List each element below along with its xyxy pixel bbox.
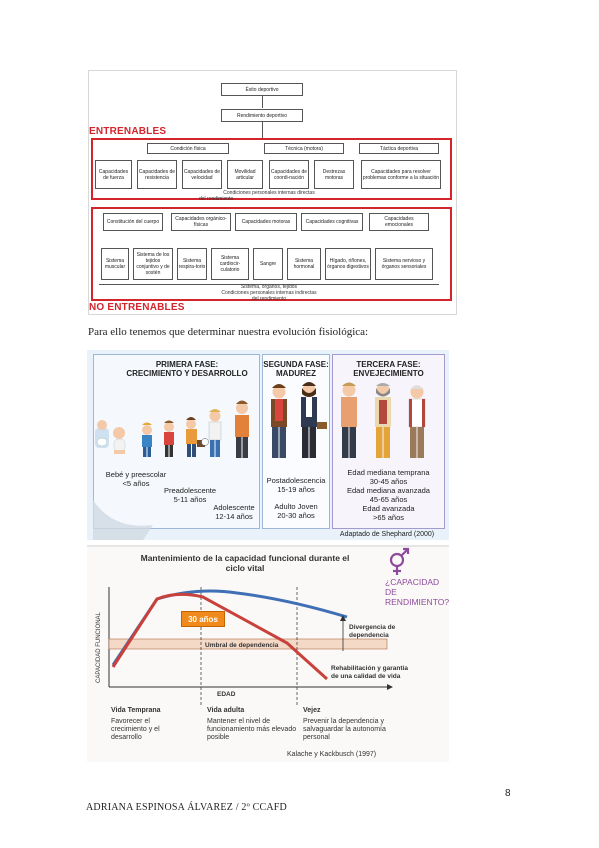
trainable-frame	[91, 138, 452, 200]
life-stage-column: Vida Temprana Favorecer el crecimiento y…	[111, 707, 161, 741]
teen-figure	[235, 400, 249, 458]
toddler-figure	[113, 427, 126, 454]
middle-aged-figure	[341, 382, 357, 458]
system-box: Sangre	[253, 248, 283, 280]
rehab-label: Rehabilitación y garantía de una calidad…	[331, 665, 408, 680]
elderly-figure	[408, 385, 426, 458]
group-box: Capacidades cognitivas	[301, 213, 363, 231]
system-box: Sistema de los tejidos conjuntivo y de s…	[133, 248, 173, 280]
source-caption: Kalache y Kackbusch (1997)	[287, 751, 377, 758]
divergence-label: Divergencia de dependencia	[349, 624, 396, 639]
young-adult-figure	[301, 382, 327, 458]
performance-factors-diagram: Éxito deportivo Rendimiento deportivo EN…	[88, 70, 457, 315]
threshold-label: Umbral de dependencia	[205, 642, 279, 649]
group-box: Táctica deportiva	[359, 143, 439, 154]
system-box: Sistema respira-torio	[177, 248, 207, 280]
factor-box: Capacidades de fuerza	[95, 160, 132, 189]
group-box: Condición física	[147, 143, 229, 154]
capacity-curves	[108, 547, 410, 705]
nontrainable-footer: Sistema, órganos, tejidos Condiciones pe…	[221, 284, 317, 302]
trainable-footer: Condiciones personales internas directas…	[199, 190, 315, 202]
factor-box: Capacidades de velocidad	[182, 160, 222, 189]
life-stage-column: Vejez Prevenir la dependencia y salvagua…	[303, 707, 386, 741]
child-figure	[164, 420, 174, 457]
peak-age-badge: 30 años	[181, 611, 225, 627]
performance-question: ¿CAPACIDAD DE RENDIMIENTO?	[385, 577, 449, 607]
system-box: Sistema nervioso y órganos sensoriales	[375, 248, 433, 280]
young-adult-figure	[271, 384, 287, 458]
factor-box: Destrezas motoras	[314, 160, 354, 189]
nontrainable-label: NO ENTRENABLES	[89, 302, 185, 313]
older-adult-figure	[375, 383, 391, 458]
baby-figure	[95, 420, 109, 448]
connector	[262, 96, 263, 108]
y-axis-label: CAPACIDAD FUNCIONAL	[96, 612, 102, 683]
system-box: Sistema cardiocir-culatorio	[211, 248, 249, 280]
declining-capacity-line	[111, 592, 329, 681]
stage-label: Adolescente 12-14 años	[213, 503, 255, 521]
preteen-figure	[201, 409, 222, 457]
divider	[99, 284, 439, 285]
group-box: Técnica (motora)	[264, 143, 344, 154]
system-box: Sistema hormonal	[287, 248, 321, 280]
stage-label: Postadolescencia 15-19 años	[266, 476, 326, 494]
phase-title: TERCERA FASE: ENVEJECIMIENTO	[353, 360, 424, 378]
child-figure	[186, 417, 205, 457]
group-box: Capacidades motoras	[235, 213, 297, 231]
trainable-label: ENTRENABLES	[89, 126, 167, 137]
gender-symbol-icon	[389, 547, 410, 575]
success-box: Éxito deportivo	[221, 83, 303, 96]
dependency-threshold	[108, 638, 388, 650]
factor-box: Capacidades de coordi-nación	[269, 160, 309, 189]
author-footer: ADRIANA ESPINOSA ÁLVAREZ / 2º CCAFD	[86, 802, 287, 813]
system-box: Sistema muscular	[101, 248, 129, 280]
x-axis-label: EDAD	[217, 691, 236, 698]
stage-label: Preadolescente 5-11 años	[163, 486, 217, 504]
life-stage-column: Vida adulta Mantener el nivel de funcion…	[207, 707, 297, 741]
people-illustration	[93, 382, 426, 540]
group-box: Capacidades orgánico-físicas	[171, 213, 231, 231]
factor-box: Capacidades para resolver problemas conf…	[361, 160, 441, 189]
stage-label: Bebé y preescolar <5 años	[105, 470, 167, 488]
maintained-capacity-line	[111, 589, 348, 666]
stage-label: Edad mediana temprana 30-45 años Edad me…	[347, 468, 430, 522]
connector	[262, 122, 263, 138]
stage-label: Adulto Joven 20-30 años	[274, 502, 318, 520]
factor-box: Capacidades de resistencia	[137, 160, 177, 189]
source-caption: Adaptado de Shephard (2000)	[339, 531, 435, 538]
nontrainable-frame	[91, 207, 452, 301]
group-box: Capacidades emocionales	[369, 213, 429, 231]
performance-box: Rendimiento deportivo	[221, 109, 303, 122]
system-box: Hígado, riñones, órganos digestivos	[325, 248, 371, 280]
page-number: 8	[505, 788, 511, 799]
phase-title: PRIMERA FASE: CRECIMIENTO Y DESARROLLO	[126, 360, 248, 378]
factor-box: Movilidad articular	[227, 160, 263, 189]
chart-title: Mantenimiento de la capacidad funcional …	[140, 553, 350, 573]
functional-capacity-chart: Mantenimiento de la capacidad funcional …	[87, 545, 449, 762]
child-figure	[142, 422, 152, 457]
phase-title: SEGUNDA FASE: MADUREZ	[263, 360, 329, 378]
intro-paragraph: Para ello tenemos que determinar nuestra…	[88, 326, 369, 338]
group-box: Constitución del cuerpo	[103, 213, 163, 231]
physiological-evolution-diagram: PRIMERA FASE: CRECIMIENTO Y DESARROLLO S…	[87, 350, 449, 540]
